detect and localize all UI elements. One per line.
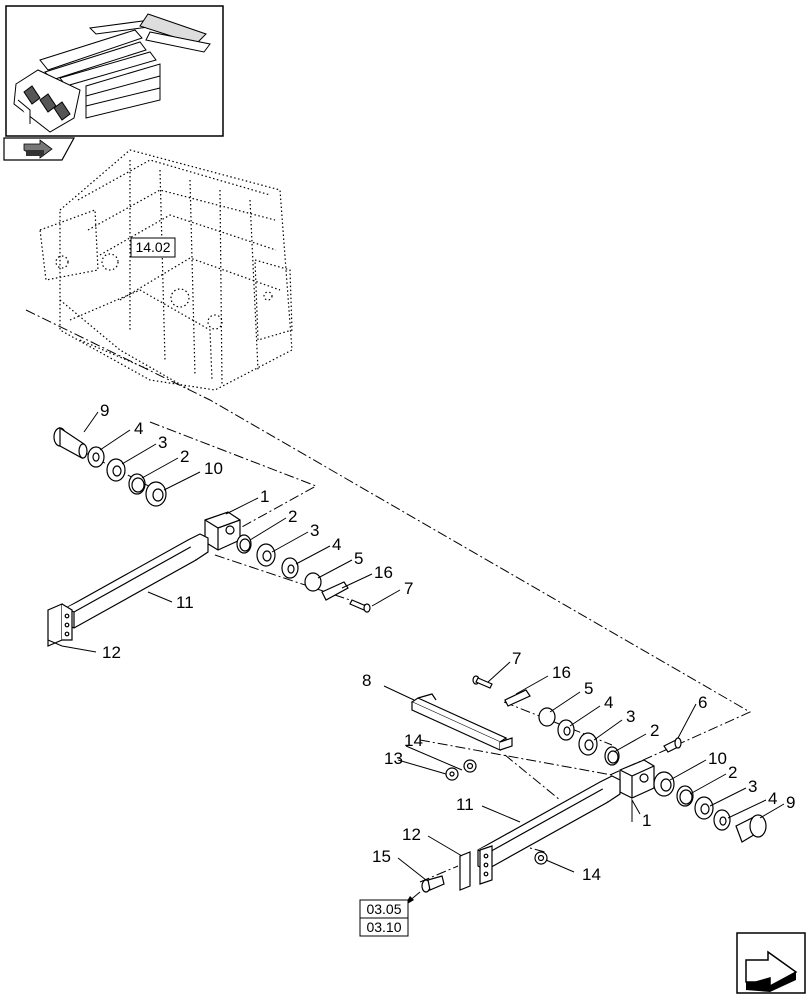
callout-10: 10 — [204, 459, 223, 478]
callout-11: 11 — [176, 593, 194, 612]
callout-14-right: 14 — [404, 731, 423, 750]
screw-7-right — [472, 675, 493, 689]
screw-6-right — [663, 737, 682, 753]
callout-6-right: 6 — [698, 693, 707, 712]
tube-11-right — [477, 775, 621, 871]
callout-4b: 4 — [332, 535, 341, 554]
bushing-10-left — [145, 481, 167, 507]
washer-4-left-b — [281, 557, 299, 579]
callout-9: 9 — [100, 401, 109, 420]
washer-14 — [463, 759, 477, 773]
assembly-lines — [25, 309, 752, 883]
callout-4: 4 — [134, 419, 143, 438]
circlip-2-right — [604, 746, 620, 766]
bushing-10-right — [653, 771, 675, 797]
callout-11-right: 11 — [456, 795, 474, 814]
callout-13-right: 13 — [384, 749, 403, 768]
left-assembly — [47, 426, 371, 647]
callout-4b-right: 4 — [768, 789, 777, 808]
ref-label-03-05: 03.05 — [366, 901, 401, 917]
ring-3-left — [106, 458, 126, 482]
reference-box-03-10[interactable]: 03.10 — [359, 917, 409, 937]
baler-frame-outline — [39, 149, 293, 391]
callout-14b-right: 14 — [582, 865, 601, 884]
plate-12-right — [459, 845, 493, 891]
washer-14-b — [534, 851, 548, 865]
callout-10-right: 10 — [708, 749, 727, 768]
circlip-2-left — [128, 473, 146, 495]
callout-8-right: 8 — [362, 671, 371, 690]
washer-4-left — [87, 446, 105, 468]
callout-7-right: 7 — [512, 649, 521, 668]
callout-3b-right: 3 — [748, 777, 757, 796]
ring-3-right-b — [694, 796, 714, 820]
plate-16-left — [321, 581, 349, 601]
reference-box-frame[interactable]: 14.02 — [130, 237, 176, 258]
callout-2-right: 2 — [650, 721, 659, 740]
next-page-arrow-icon[interactable] — [736, 932, 806, 994]
leader-lines — [47, 411, 785, 906]
rod-8 — [410, 693, 513, 751]
plate-16-right — [504, 689, 531, 707]
screw-7-left — [349, 599, 371, 613]
washer-4-right-b — [713, 809, 731, 831]
callout-9-right: 9 — [786, 793, 795, 812]
ring-3-left-b — [256, 543, 276, 567]
callouts-right: 7 16 5 4 3 2 6 8 14 13 11 10 2 3 4 9 1 1… — [362, 649, 795, 884]
callout-3: 3 — [158, 433, 167, 452]
reference-box-03-05[interactable]: 03.05 — [359, 899, 409, 919]
circlip-2-right-b — [676, 785, 694, 807]
callout-2b-right: 2 — [728, 763, 737, 782]
callout-3-right: 3 — [626, 707, 635, 726]
ref-label-03-10: 03.10 — [366, 919, 401, 935]
bracket-1-right — [619, 759, 655, 799]
bracket-1-left — [204, 511, 241, 551]
callout-2b: 2 — [288, 507, 297, 526]
screw-15 — [421, 875, 445, 893]
callout-15-right: 15 — [372, 847, 391, 866]
callout-1-right: 1 — [642, 811, 651, 830]
thumbnail-overview-icon[interactable] — [5, 5, 224, 137]
washer-5-right — [538, 707, 556, 727]
plate-12-left — [47, 603, 73, 647]
callout-2: 2 — [180, 447, 189, 466]
callouts-left: 9 4 3 2 10 1 2 3 4 5 16 7 11 12 — [100, 401, 413, 662]
callout-4-right: 4 — [604, 693, 613, 712]
callout-12-right: 12 — [402, 825, 421, 844]
bolt-9-left — [53, 426, 88, 459]
bolt-9-right — [735, 814, 767, 843]
callout-12: 12 — [102, 643, 121, 662]
tube-11-left — [65, 533, 209, 629]
ring-3-right — [578, 732, 598, 756]
callout-16: 16 — [374, 563, 393, 582]
washer-5-left — [304, 572, 322, 592]
washer-4-right — [557, 719, 575, 741]
callout-16-right: 16 — [552, 663, 571, 682]
ref-label-frame: 14.02 — [135, 239, 170, 255]
circlip-2-left-b — [236, 534, 252, 554]
page-nav-icon[interactable] — [3, 137, 76, 161]
callout-1: 1 — [260, 487, 269, 506]
callout-5: 5 — [354, 549, 363, 568]
callout-5-right: 5 — [584, 679, 593, 698]
callout-7: 7 — [404, 579, 413, 598]
right-assembly — [410, 675, 767, 893]
screw-13 — [445, 767, 459, 781]
callout-3b: 3 — [310, 521, 319, 540]
